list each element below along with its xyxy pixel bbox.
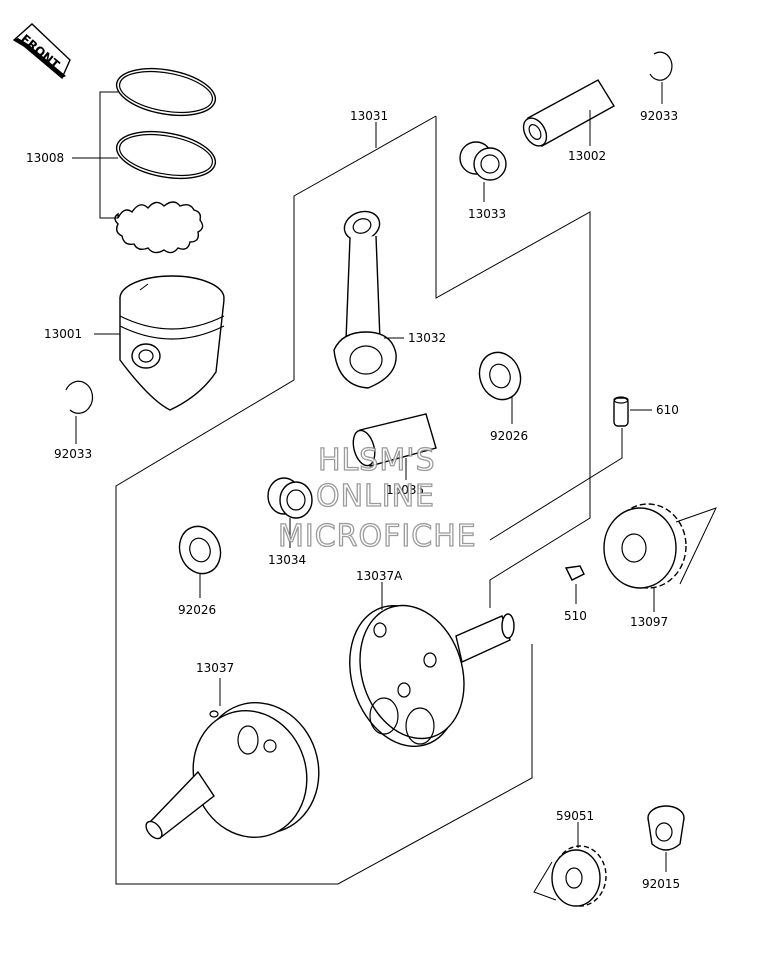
pin-610 <box>613 396 629 427</box>
needle-bearing-bottom <box>267 477 313 519</box>
label-510: 510 <box>564 609 587 623</box>
label-13001: 13001 <box>44 327 82 341</box>
piston-pin <box>522 79 615 147</box>
assembly-outline-left <box>115 115 533 885</box>
watermark-line3: MICROFICHE <box>278 519 477 554</box>
crankshaft-half-right <box>349 604 515 748</box>
leader-13008-bracket <box>99 91 118 219</box>
gear-13097 <box>603 503 717 589</box>
label-13037: 13037 <box>196 661 234 675</box>
label-92033-right: 92033 <box>640 109 678 123</box>
needle-bearing-top <box>459 141 507 181</box>
nut-92015 <box>647 805 685 851</box>
circlip-right <box>649 51 673 81</box>
crankshaft-half-left <box>145 702 320 840</box>
label-13034: 13034 <box>268 553 306 567</box>
leader-610-link <box>489 428 623 541</box>
thrust-washer-right <box>478 351 522 401</box>
label-13032: 13032 <box>408 331 446 345</box>
front-arrow-badge: FRONT <box>12 23 71 80</box>
thrust-washer-left <box>178 525 222 575</box>
gear-59051 <box>533 845 607 907</box>
label-13008: 13008 <box>26 151 64 165</box>
crank-pin <box>352 413 437 467</box>
connecting-rod <box>333 210 397 389</box>
label-92026-left: 92026 <box>178 603 216 617</box>
label-13031: 13031 <box>350 109 388 123</box>
label-13033: 13033 <box>468 207 506 221</box>
label-92026-right: 92026 <box>490 429 528 443</box>
label-13037A: 13037A <box>356 569 403 583</box>
assembly-outline <box>435 116 591 608</box>
piston <box>119 275 225 411</box>
label-13002: 13002 <box>568 149 606 163</box>
label-92015: 92015 <box>642 877 680 891</box>
label-59051: 59051 <box>556 809 594 823</box>
piston-rings <box>114 67 217 254</box>
label-92033-left: 92033 <box>54 447 92 461</box>
label-13097: 13097 <box>630 615 668 629</box>
label-610: 610 <box>656 403 679 417</box>
label-13035: 13035 <box>386 483 424 497</box>
watermark-line1: HLSM'S <box>318 443 436 478</box>
key-510 <box>564 565 585 581</box>
circlip-left <box>65 380 94 414</box>
watermark-line2: ONLINE <box>316 479 435 514</box>
